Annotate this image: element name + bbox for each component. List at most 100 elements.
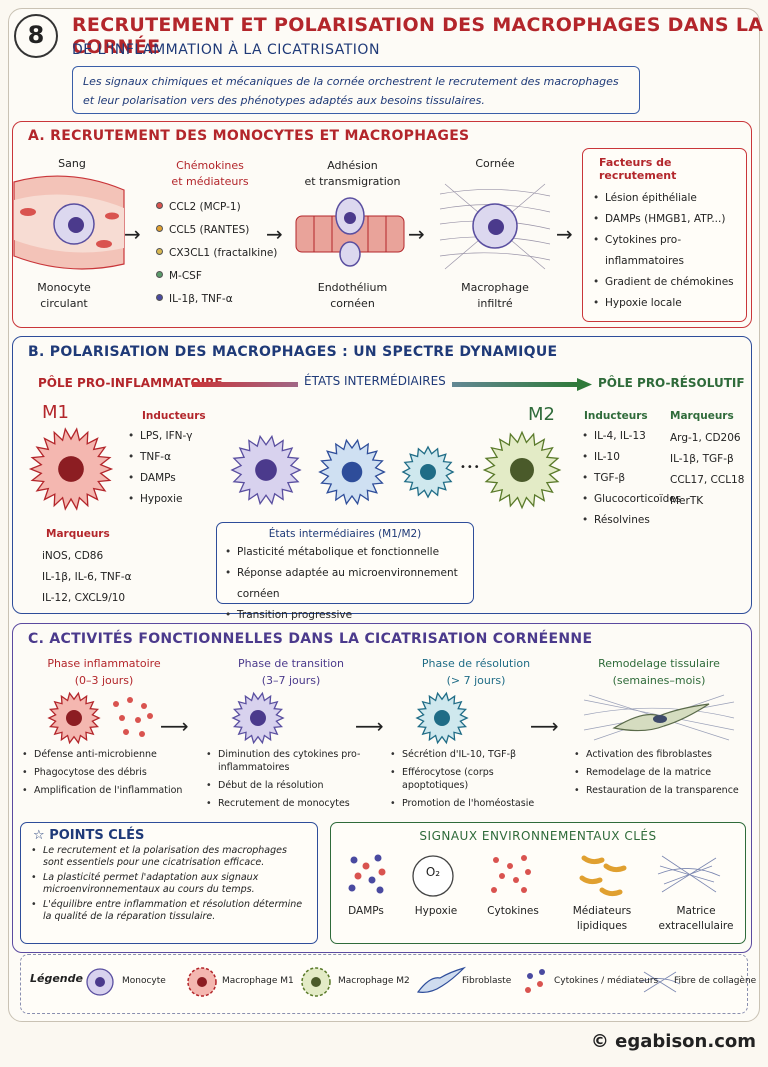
list-item: Le recrutement et la polarisation des ma…: [31, 845, 307, 869]
m2-macrophage-illustration: [482, 430, 562, 510]
chemokine-label: CCL2 (MCP-1): [169, 201, 241, 213]
phase-list: Diminution des cytokines pro-inflammatoi…: [206, 748, 376, 815]
list-item: Réponse adaptée au microenvironnement co…: [225, 563, 473, 605]
legend-item-label: Cytokines / médiateurs: [554, 976, 659, 986]
phase-list: Activation des fibroblastesRemodelage de…: [574, 748, 744, 802]
phase-list: Défense anti-microbiennePhagocytose des …: [22, 748, 186, 802]
list-item: Cytokines pro-inflammatoires: [593, 230, 746, 272]
list-item: Promotion de l'homéostasie: [390, 797, 562, 810]
recruitment-factors-list: Lésion épithélialeDAMPs (HMGB1, ATP...)C…: [583, 182, 746, 314]
list-item: Résolvines: [582, 510, 681, 531]
section-a-heading: A. RECRUTEMENT DES MONOCYTES ET MACROPHA…: [28, 128, 470, 144]
endothelium-illustration: [295, 197, 405, 267]
intermediate-states-title: États intermédiaires (M1/M2): [268, 528, 422, 540]
list-item: Sécrétion d'IL-10, TGF-β: [390, 748, 562, 761]
m2-inducers-title: Inducteurs: [584, 410, 648, 422]
chemokine-label: CX3CL1 (fractalkine): [169, 247, 278, 259]
phase-macrophage-illustration: [415, 691, 469, 745]
key-points-list: Le recrutement et la polarisation des ma…: [21, 843, 317, 923]
legend-title: Légende :: [30, 972, 92, 985]
pole-res-label: PÔLE PRO-RÉSOLUTIF: [598, 376, 745, 390]
list-item: TGF-β: [582, 468, 681, 489]
phase-title: Phase inflammatoire: [47, 657, 161, 670]
list-item: Transition progressive: [225, 605, 473, 626]
env-signal-label: Hypoxie: [414, 905, 458, 917]
intermediate-states-box: États intermédiaires (M1/M2) Plasticité …: [216, 522, 474, 626]
chemokines-list: CCL2 (MCP-1) CCL5 (RANTES) CX3CL1 (fractal…: [156, 196, 277, 311]
phase-macrophage-illustration: [47, 691, 153, 745]
chemokine-item: CCL5 (RANTES): [156, 219, 277, 242]
legend-item-label: Macrophage M1: [222, 976, 294, 986]
list-item: IL-1β, IL-6, TNF-α: [42, 571, 132, 583]
chemokine-dot-icon: [156, 202, 163, 209]
page-subtitle: DE L'INFLAMMATION À LA CICATRISATION: [72, 42, 380, 58]
m2-markers-title: Marqueurs: [670, 410, 734, 422]
chemokine-item: CX3CL1 (fractalkine): [156, 242, 277, 265]
arrow-icon: →: [408, 222, 425, 246]
blood-vessel-illustration: [13, 175, 125, 270]
legend-item-label: Fibre de collagène: [674, 976, 757, 986]
recruitment-factors-title: Facteurs de recrutement: [599, 156, 677, 182]
chemokine-dot-icon: [156, 225, 163, 232]
list-item: La plasticité permet l'adaptation aux si…: [31, 872, 307, 896]
section-c: [12, 623, 752, 953]
legend-item-label: Monocyte: [122, 976, 166, 986]
intermediate-macrophage-3: [401, 445, 455, 499]
env-signal-label: Cytokines: [487, 905, 539, 917]
list-item: IL-12, CXCL9/10: [42, 592, 126, 604]
o2-icon: O₂: [425, 865, 441, 879]
section-b-heading: B. POLARISATION DES MACROPHAGES : UN SPE…: [28, 344, 558, 360]
list-item: TNF-α: [128, 447, 193, 468]
chemokine-dot-icon: [156, 294, 163, 301]
legend-item-label: Macrophage M2: [338, 976, 410, 986]
list-item: Diminution des cytokines pro-inflammatoi…: [206, 748, 376, 774]
list-item: Plasticité métabolique et fonctionnelle: [225, 542, 473, 563]
legend-box: [20, 954, 748, 1014]
m1-inducers-title: Inducteurs: [142, 410, 206, 422]
arrow-icon: ⟶: [355, 714, 384, 738]
section-c-heading: C. ACTIVITÉS FONCTIONNELLES DANS LA CICA…: [28, 631, 593, 647]
m1-macrophage-illustration: [28, 427, 114, 511]
list-item: Recrutement de monocytes: [206, 797, 376, 810]
arrow-icon: →: [266, 222, 283, 246]
list-item: CCL17, CCL18: [670, 474, 745, 486]
chemokine-item: M-CSF: [156, 265, 277, 288]
chemokine-label: M-CSF: [169, 270, 202, 282]
key-points-box: ☆ POINTS CLÉS Le recrutement et la polar…: [20, 822, 318, 944]
m2-inducers-list: IL-4, IL-13IL-10TGF-βGlucocorticoïdesRés…: [582, 426, 681, 531]
list-item: Défense anti-microbienne: [22, 748, 186, 761]
list-item: DAMPs (HMGB1, ATP...): [593, 209, 746, 230]
chemokine-label: CCL5 (RANTES): [169, 224, 250, 236]
list-item: Restauration de la transparence: [574, 784, 744, 797]
m1-markers-title: Marqueurs: [46, 528, 110, 540]
phase-list: Sécrétion d'IL-10, TGF-βEfférocytose (co…: [390, 748, 562, 815]
chemokine-item: CCL2 (MCP-1): [156, 196, 277, 219]
env-signal-label: Matrice extracellulaire: [658, 905, 734, 932]
m1-label: M1: [42, 402, 69, 423]
list-item: Amplification de l'inflammation: [22, 784, 186, 797]
recruitment-factors-box: Facteurs de recrutement Lésion épithélia…: [582, 148, 747, 322]
legend-item-label: Fibroblaste: [462, 976, 512, 986]
list-item: iNOS, CD86: [42, 550, 104, 562]
list-item: DAMPs: [128, 468, 193, 489]
list-item: Gradient de chémokines: [593, 272, 746, 293]
cornea-illustration: [439, 183, 551, 270]
intro-box: Les signaux chimiques et mécaniques de l…: [72, 66, 640, 114]
blood-label: Sang: [58, 157, 86, 170]
list-item: L'équilibre entre inflammation et résolu…: [31, 899, 307, 923]
phase-time: (3–7 jours): [261, 674, 321, 687]
phase-time: (> 7 jours): [446, 674, 506, 687]
list-item: Glucocorticoïdes: [582, 489, 681, 510]
intermediate-states-list: Plasticité métabolique et fonctionnelleR…: [217, 540, 473, 626]
list-item: MerTK: [670, 495, 704, 507]
phase-time: (0–3 jours): [74, 674, 134, 687]
chemokine-dot-icon: [156, 271, 163, 278]
intermediate-macrophage-1: [230, 434, 302, 506]
list-item: IL-10: [582, 447, 681, 468]
